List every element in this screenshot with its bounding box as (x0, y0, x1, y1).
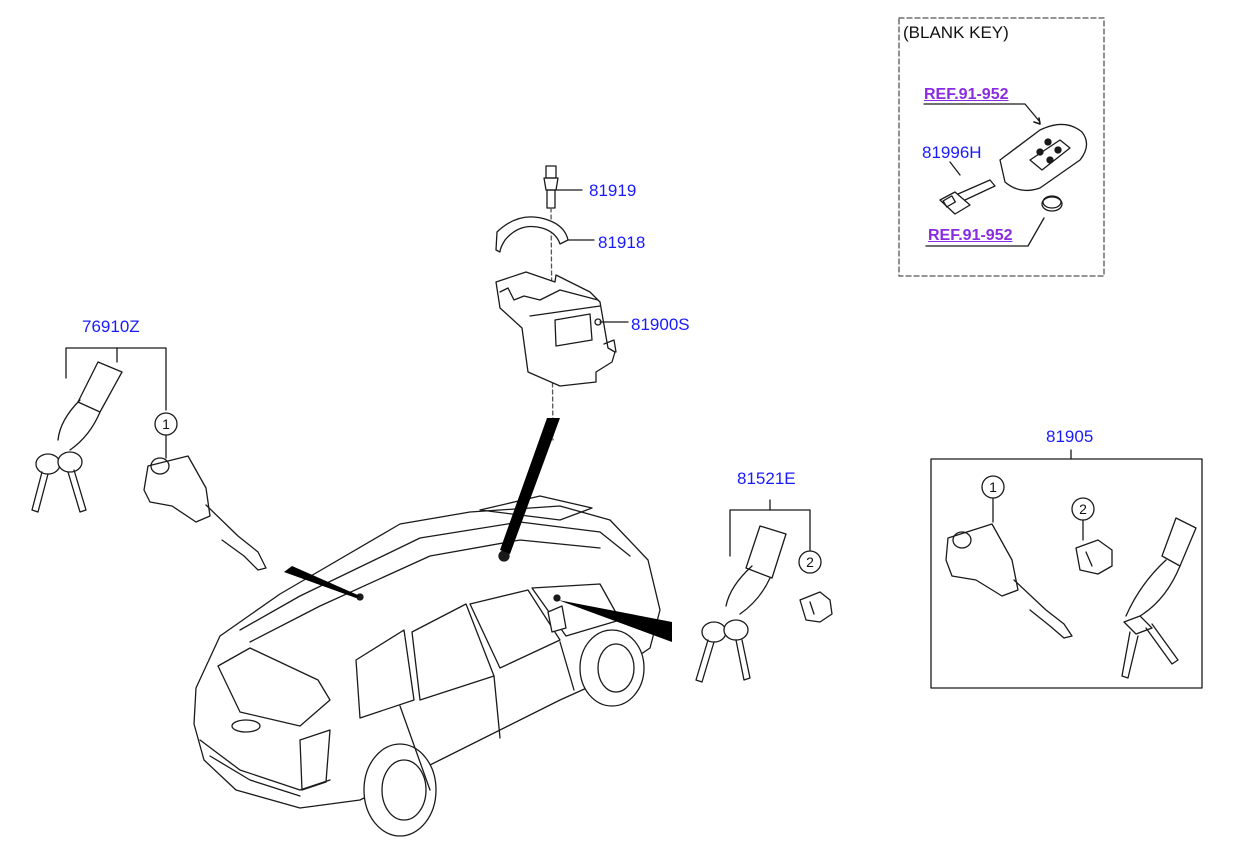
part-81996H-label[interactable]: 81996H (922, 143, 982, 162)
pointer-wedges (284, 418, 672, 642)
callout-1-right: 1 (989, 479, 997, 495)
key-set-left-icon (31, 361, 123, 513)
blank-key-box (898, 17, 1105, 277)
coin-battery-icon (1041, 195, 1063, 212)
smart-key-fob-icon (999, 123, 1088, 192)
part-81900S-label[interactable]: 81900S (631, 315, 690, 334)
part-81919-label[interactable]: 81919 (589, 181, 637, 200)
pointer-wedge-ignition (500, 418, 560, 554)
part-81918-label[interactable]: 81918 (598, 233, 646, 252)
pointer-wedge-right-door (558, 600, 672, 642)
ref-link-top[interactable]: REF.91-952 (924, 86, 1009, 103)
blank-key-blade-icon (939, 179, 996, 215)
ref-link-bottom[interactable]: REF.91-952 (928, 227, 1013, 244)
lock-pin-icon (543, 165, 559, 209)
key-set-mid-icon (695, 525, 787, 683)
shroud-clamp-icon (495, 216, 569, 253)
kit-box-81905 (930, 458, 1203, 689)
callout-2-right: 2 (1079, 501, 1087, 517)
key-set-right-icon (1121, 517, 1197, 679)
lock-cap-mid-icon (799, 591, 833, 623)
door-lock-cylinder-right-icon (945, 523, 1073, 639)
callout-2-mid: 2 (806, 554, 814, 570)
part-81521E-label[interactable]: 81521E (737, 469, 796, 488)
blank-key-title: (BLANK KEY) (903, 23, 1009, 42)
part-81905-label[interactable]: 81905 (1046, 427, 1094, 446)
pointer-wedge-left-door (284, 566, 360, 598)
callout-1-left: 1 (162, 416, 170, 432)
ignition-lock-body-icon (495, 271, 617, 387)
lock-cap-right-icon (1075, 539, 1113, 575)
vehicle-icon (193, 495, 661, 837)
part-76910Z-label[interactable]: 76910Z (82, 317, 140, 336)
door-lock-cylinder-left-icon (143, 412, 267, 571)
